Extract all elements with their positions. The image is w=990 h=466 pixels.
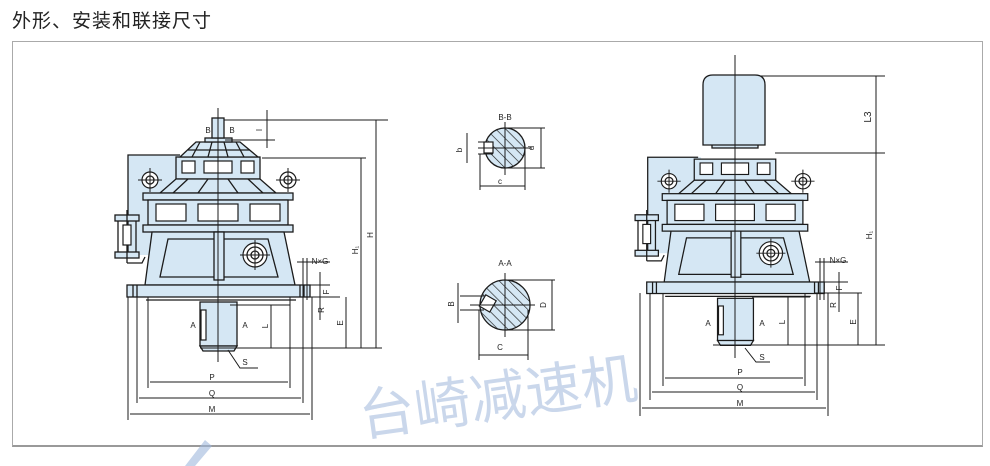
left-reducer-view: B B I H H₁ N×G F R E L A A S P Q M	[114, 108, 388, 420]
dim-q-right: Q	[737, 383, 743, 392]
dim-r-right: R	[829, 302, 838, 308]
drawing-frame	[12, 41, 983, 447]
dim-q: Q	[209, 389, 215, 398]
dim-s: S	[242, 358, 247, 367]
dim-f: F	[322, 289, 331, 294]
watermark: 台崎减速机	[355, 347, 641, 450]
page-title: 外形、安装和联接尺寸	[12, 10, 213, 32]
dim-e-right: E	[849, 319, 858, 324]
dim-nxg-right: N×G	[830, 256, 847, 265]
dim-f-right: F	[835, 285, 844, 290]
dim-m: M	[209, 405, 216, 414]
dim-h1-right: H₁	[865, 230, 874, 239]
section-mark-b-left: B	[205, 126, 210, 135]
motor-icon	[702, 74, 766, 146]
section-mark-a-right: A	[242, 321, 248, 330]
section-aa-title: A-A	[498, 259, 512, 268]
section-mark-a-left: A	[190, 321, 196, 330]
dim-p-right: P	[737, 368, 742, 377]
dim-d-small: d	[527, 146, 536, 150]
section-mark-a-left-right: A	[705, 319, 711, 328]
section-bb: B-B b d c	[455, 113, 545, 190]
dim-h1: H₁	[351, 245, 360, 254]
dim-l: L	[261, 323, 270, 328]
watermark-logo	[185, 440, 212, 466]
dim-l-right: L	[778, 319, 787, 324]
section-aa: A-A B D C	[447, 259, 555, 360]
dim-e: E	[336, 320, 345, 325]
dim-c: C	[497, 343, 503, 352]
dim-b: B	[447, 301, 456, 306]
section-mark-b-right: B	[229, 126, 234, 135]
right-reducer-view: L3 H₁ N×G F R E L A A S P Q M	[634, 55, 885, 416]
dim-d: D	[539, 302, 548, 308]
dim-r: R	[317, 307, 326, 313]
dim-s-right: S	[759, 353, 764, 362]
dim-nxg: N×G	[312, 257, 329, 266]
section-mark-a-right-right: A	[759, 319, 765, 328]
dim-h: H	[366, 232, 375, 238]
dim-b-small: b	[455, 147, 464, 152]
dim-m-right: M	[737, 399, 744, 408]
section-bb-title: B-B	[498, 113, 511, 122]
dim-i: I	[255, 129, 264, 131]
dim-c-small: c	[498, 177, 502, 186]
dim-l3: L3	[863, 111, 874, 123]
dim-p: P	[209, 373, 214, 382]
